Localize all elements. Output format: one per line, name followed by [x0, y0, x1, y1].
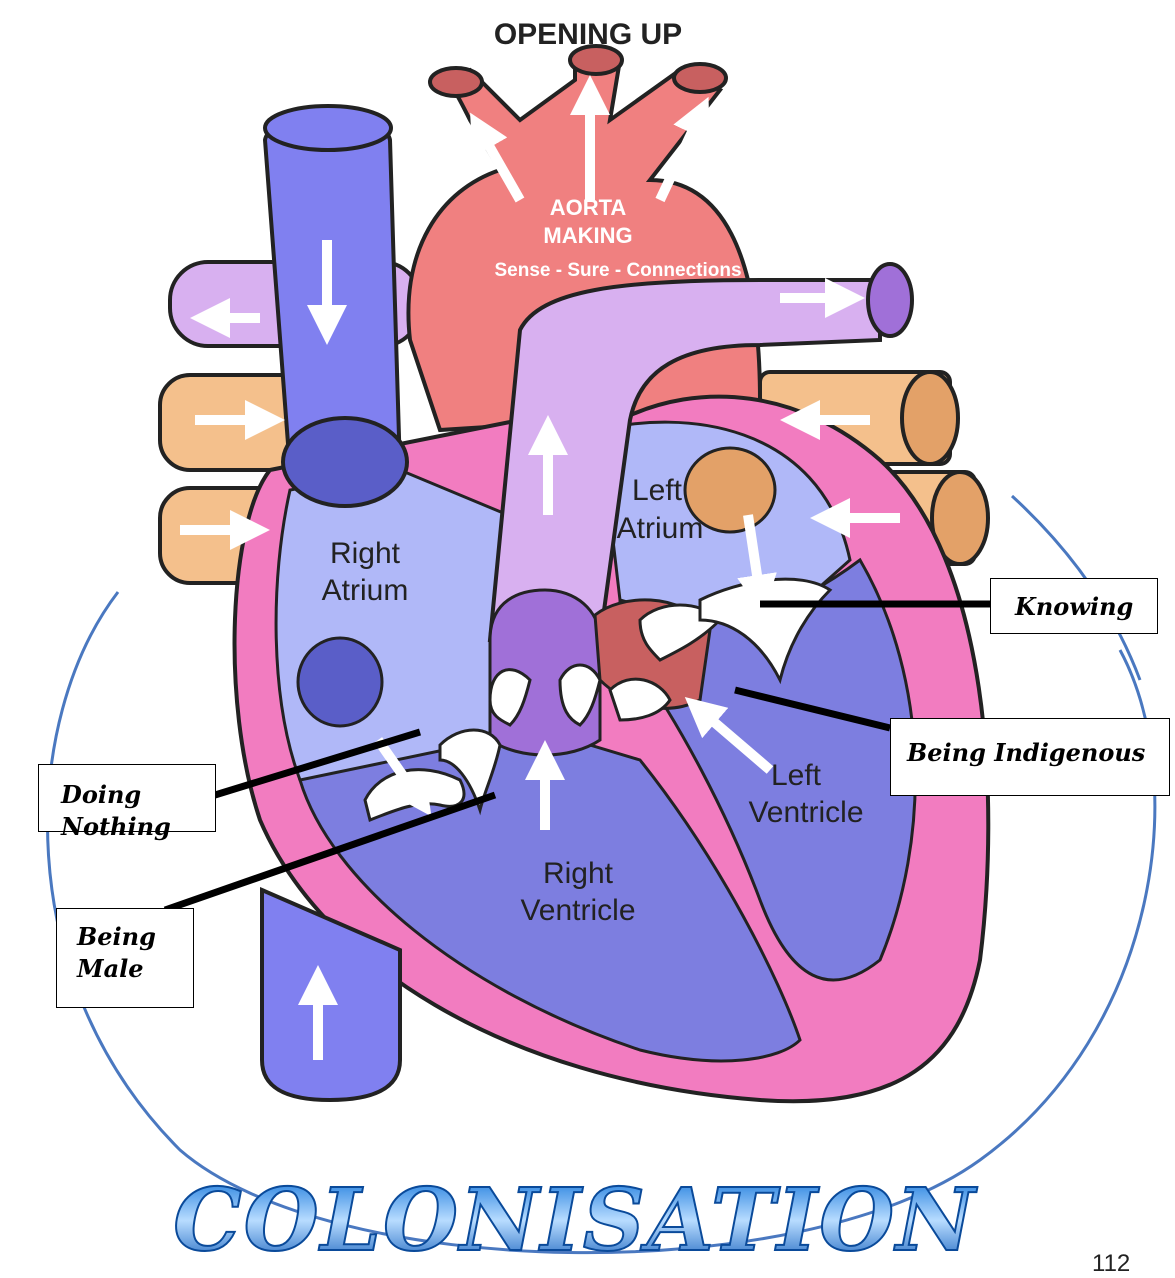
callout-doing-nothing-line2: Nothing [61, 811, 215, 843]
callout-being-male-line1: Being [77, 921, 193, 953]
callout-being-male: Being Male [56, 908, 194, 1008]
left-atrium-label-2: Atrium [617, 512, 704, 545]
callout-knowing-text: Knowing [1015, 592, 1133, 621]
colonisation-title: COLONISATION [173, 1170, 978, 1271]
left-ventricle-label-2: Ventricle [748, 796, 863, 829]
vena-cava-opening [283, 418, 407, 506]
callout-doing-nothing: Doing Nothing [38, 764, 216, 832]
coronary-sinus [298, 638, 382, 726]
page-number: 112 [1092, 1250, 1130, 1278]
right-atrium-label: Right [330, 537, 401, 570]
right-ventricle-label-2: Ventricle [520, 894, 635, 927]
title: OPENING UP [494, 18, 682, 51]
aorta-label: AORTA [550, 195, 627, 220]
left-ventricle-label: Left [771, 759, 822, 792]
callout-knowing: Knowing [990, 578, 1158, 634]
left-atrium-label: Left [632, 474, 683, 507]
aorta-connections-label: Sense - Sure - Connections [494, 260, 741, 281]
aorta-making-label: MAKING [543, 223, 632, 248]
callout-being-indigenous-text: Being Indigenous [907, 738, 1145, 767]
callout-being-indigenous: Being Indigenous [890, 718, 1170, 796]
callout-being-male-line2: Male [77, 953, 193, 985]
right-atrium-label-2: Atrium [322, 574, 409, 607]
right-ventricle-label: Right [543, 857, 614, 890]
vena-cava-top-opening [265, 106, 391, 150]
callout-doing-nothing-line1: Doing [61, 779, 215, 811]
